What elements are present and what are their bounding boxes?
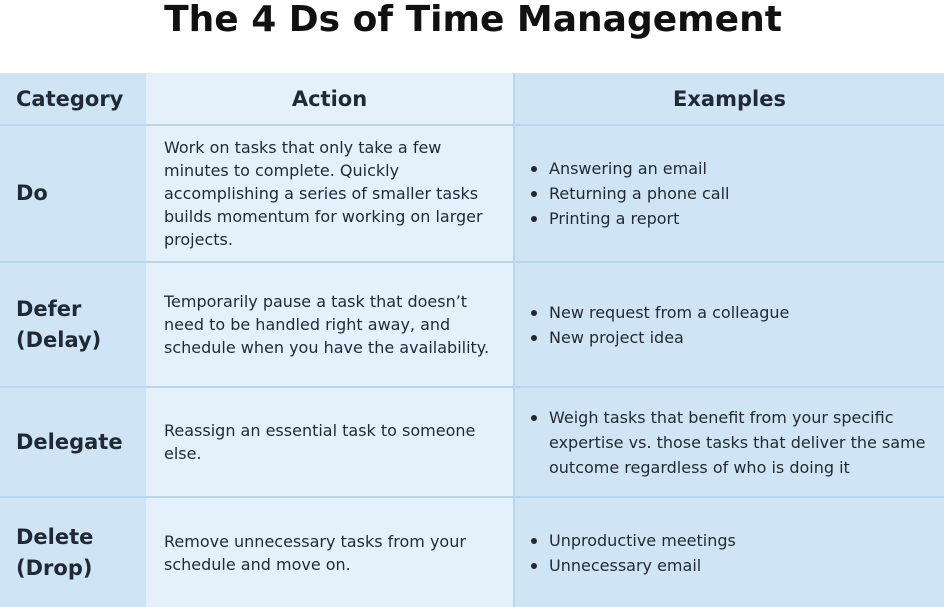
action-cell: Remove unnecessary tasks from your sched…	[146, 497, 514, 607]
table-row: Delete(Drop) Remove unnecessary tasks fr…	[0, 497, 944, 607]
example-item: Weigh tasks that benefit from your speci…	[527, 405, 940, 480]
example-item: New request from a colleague	[527, 300, 940, 325]
example-item: Unproductive meetings	[527, 528, 940, 553]
four-ds-table: Category Action Examples Do Work on task…	[0, 73, 944, 607]
category-cell: Delete(Drop)	[0, 497, 146, 607]
examples-cell: Answering an email Returning a phone cal…	[513, 125, 944, 263]
page-title: The 4 Ds of Time Management	[164, 0, 782, 40]
example-item: Unnecessary email	[527, 553, 940, 578]
examples-list: Weigh tasks that benefit from your speci…	[527, 405, 940, 480]
table-row: Defer(Delay) Temporarily pause a task th…	[0, 262, 944, 388]
examples-list: Unproductive meetings Unnecessary email	[527, 528, 940, 578]
examples-list: New request from a colleague New project…	[527, 300, 940, 350]
action-cell: Reassign an essential task to someone el…	[146, 387, 514, 498]
table-row: Delegate Reassign an essential task to s…	[0, 387, 944, 498]
category-cell: Do	[0, 125, 146, 263]
category-cell: Defer(Delay)	[0, 262, 146, 388]
category-label: Defer(Delay)	[16, 296, 102, 352]
header-action: Action	[146, 73, 514, 126]
example-item: Returning a phone call	[527, 181, 940, 206]
table-header-row: Category Action Examples	[0, 73, 944, 126]
table-row: Do Work on tasks that only take a few mi…	[0, 125, 944, 263]
example-item: New project idea	[527, 325, 940, 350]
examples-cell: New request from a colleague New project…	[513, 262, 944, 388]
header-category: Category	[0, 73, 146, 126]
action-cell: Temporarily pause a task that doesn’t ne…	[146, 262, 514, 388]
action-cell: Work on tasks that only take a few minut…	[146, 125, 514, 263]
header-examples: Examples	[513, 73, 944, 126]
example-item: Printing a report	[527, 206, 940, 231]
category-cell: Delegate	[0, 387, 146, 498]
category-label: Delete(Drop)	[16, 524, 94, 580]
example-item: Answering an email	[527, 156, 940, 181]
examples-cell: Weigh tasks that benefit from your speci…	[513, 387, 944, 498]
examples-list: Answering an email Returning a phone cal…	[527, 156, 940, 231]
examples-cell: Unproductive meetings Unnecessary email	[513, 497, 944, 607]
